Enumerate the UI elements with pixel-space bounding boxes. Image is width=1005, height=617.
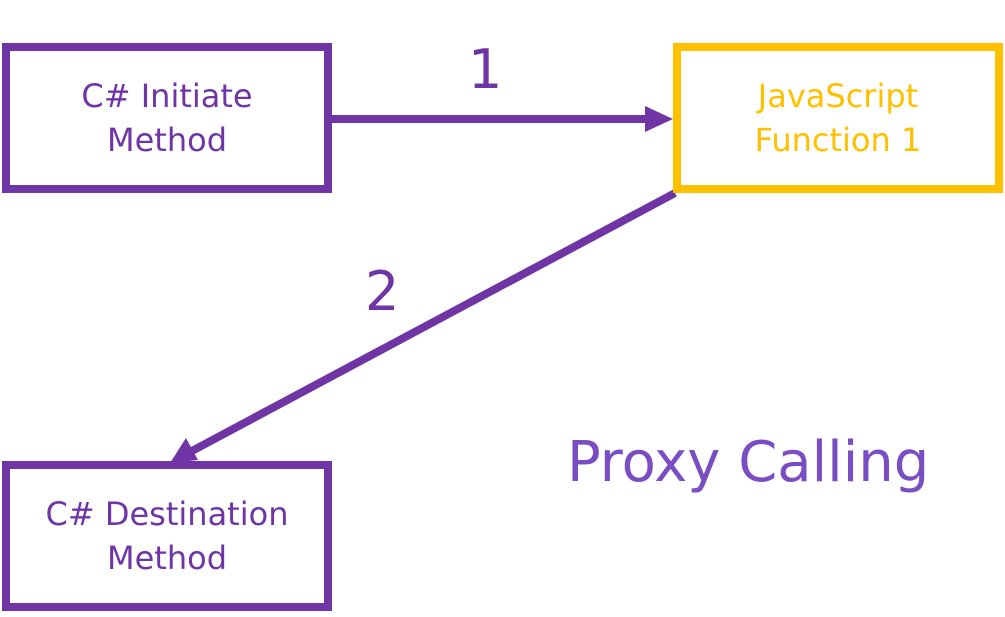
arrow-js-to-destination	[188, 189, 677, 456]
node-label-line1: JavaScript	[757, 77, 919, 115]
node-label-line2: Method	[106, 539, 227, 577]
edge-label-step-2: 2	[365, 260, 400, 323]
node-csharp-initiate-method: C# Initiate Method	[2, 43, 332, 193]
node-label-line2: Method	[106, 121, 227, 159]
node-label-line2: Function 1	[754, 121, 922, 159]
diagram-title: Proxy Calling	[567, 430, 930, 495]
node-javascript-function: JavaScript Function 1	[673, 43, 1003, 193]
arrowhead-initiate-to-js	[645, 106, 673, 132]
node-csharp-destination-method: C# Destination Method	[2, 461, 332, 611]
node-label-line1: C# Initiate	[81, 77, 253, 115]
node-label-line1: C# Destination	[45, 495, 289, 533]
edge-label-step-1: 1	[468, 38, 503, 101]
arrowhead-js-to-destination	[170, 438, 198, 463]
